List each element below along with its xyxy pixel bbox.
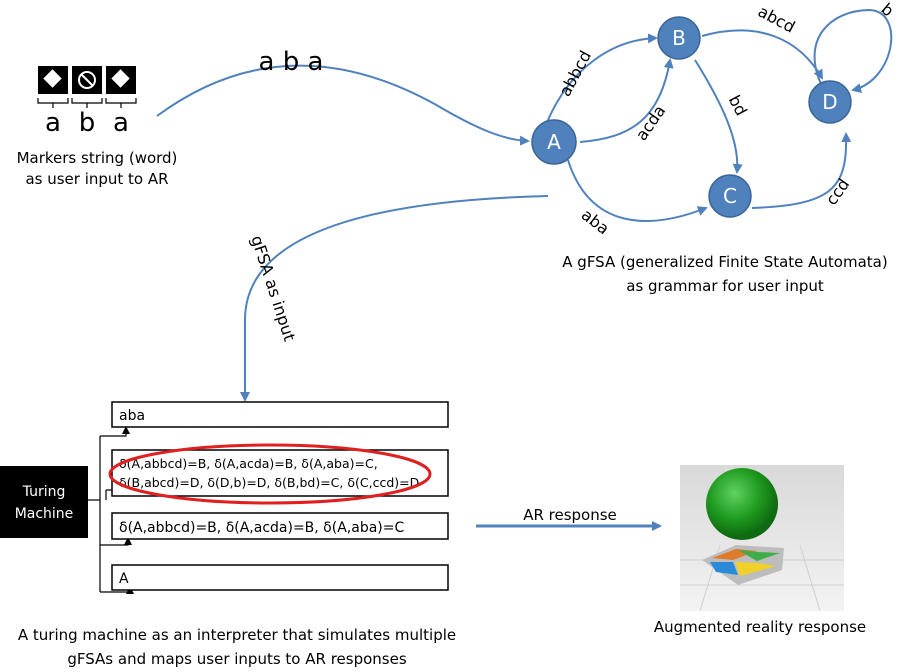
turing-caption-line1: A turing machine as an interpreter that … <box>18 626 456 644</box>
gfsa-edges <box>547 8 893 222</box>
word-label: a b a <box>259 47 324 77</box>
marker-letter-2: b <box>79 108 96 138</box>
edge-a-b-acda <box>579 58 674 143</box>
tape-1: aba <box>111 401 449 428</box>
tape-4: A <box>111 564 449 591</box>
turing-caption-line2: gFSAs and maps user inputs to AR respons… <box>67 650 406 668</box>
turing-label-line1: Turing <box>22 484 66 500</box>
tape-3: δ(A,abbcd)=B, δ(A,acda)=B, δ(A,aba)=C <box>111 512 449 540</box>
edge-label-abbcd: abbcd <box>555 47 595 99</box>
ar-caption: Augmented reality response <box>654 618 866 636</box>
marker-tile-2 <box>72 66 102 94</box>
tape-2-line1: δ(A,abbcd)=B, δ(A,acda)=B, δ(A,aba)=C, <box>119 456 378 471</box>
edge-label-b: b <box>878 0 898 20</box>
edge-b-d-abcd <box>701 29 824 80</box>
gfsa-input-arrow <box>240 195 549 402</box>
markers-caption-line1: Markers string (word) <box>17 149 178 167</box>
turing-machine: Turing Machine <box>0 466 88 538</box>
edge-a-b-abbcd <box>547 33 658 121</box>
tape-4-text: A <box>119 571 129 587</box>
edge-a-c-aba <box>567 159 708 222</box>
ar-response-label: AR response <box>523 506 617 524</box>
tape-3-text: δ(A,abbcd)=B, δ(A,acda)=B, δ(A,aba)=C <box>119 520 404 536</box>
marker-letter-1: a <box>45 108 61 138</box>
node-d-label: D <box>822 90 837 114</box>
tape-2: δ(A,abbcd)=B, δ(A,acda)=B, δ(A,aba)=C, δ… <box>108 443 449 505</box>
marker-letter-3: a <box>113 108 129 138</box>
gfsa-input-label: gFSA as input <box>247 233 299 343</box>
marker-string: a b a <box>37 66 137 138</box>
edge-label-acda: acda <box>632 102 670 144</box>
node-c: C <box>708 174 752 218</box>
node-d: D <box>808 80 852 124</box>
edge-b-c-bd <box>694 59 743 174</box>
tape-1-text: aba <box>119 408 145 424</box>
node-a-label: A <box>547 130 561 154</box>
node-b-label: B <box>672 26 686 50</box>
node-b: B <box>657 16 701 60</box>
turing-label-line2: Machine <box>15 506 74 522</box>
node-c-label: C <box>723 184 737 208</box>
edge-label-bd: bd <box>725 92 751 119</box>
edge-c-d-ccd <box>751 132 852 209</box>
tape-2-line2: δ(B,abcd)=D, δ(D,b)=D, δ(B,bd)=C, δ(C,cc… <box>119 475 419 490</box>
node-a: A <box>531 119 577 165</box>
ar-response-image <box>680 465 844 612</box>
markers-caption-line2: as user input to AR <box>25 170 168 188</box>
highlight-ellipse <box>108 443 432 505</box>
edge-d-d-b <box>813 8 893 93</box>
marker-tile-1 <box>38 66 68 94</box>
gfsa-caption-line2: as grammar for user input <box>626 277 824 295</box>
gfsa-caption-line1: A gFSA (generalized Finite State Automat… <box>562 253 887 271</box>
edge-label-ccd: ccd <box>822 175 853 209</box>
marker-tile-3 <box>106 66 136 94</box>
edge-label-abcd: abcd <box>755 2 798 37</box>
word-arrow <box>156 64 530 146</box>
edge-label-aba: aba <box>578 205 613 238</box>
